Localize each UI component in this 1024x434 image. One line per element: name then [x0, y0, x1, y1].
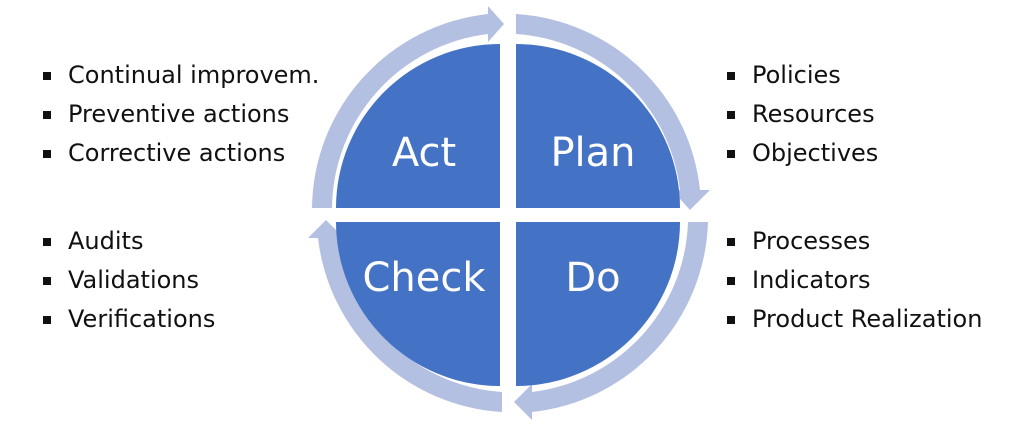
ring-arc-act [312, 6, 504, 208]
list-item-text: Verifications [68, 305, 216, 333]
quadrant-label-check: Check [362, 255, 486, 301]
quadrant-do [516, 222, 680, 386]
quadrant-label-do: Do [565, 255, 620, 301]
ring-arc-plan [516, 14, 710, 210]
bullet-square-icon [727, 237, 735, 246]
list-item-text: Processes [752, 227, 871, 255]
check-bullet-list: Audits Validations Verifications [43, 222, 215, 339]
quadrants [336, 44, 680, 386]
bullet-square-icon [43, 315, 51, 324]
quadrant-plan [516, 44, 680, 208]
bullet-square-icon [43, 276, 51, 285]
list-item-text: Resources [752, 100, 875, 128]
list-item-text: Objectives [752, 139, 879, 167]
list-item: Resources [727, 95, 878, 134]
plan-bullet-list: Policies Resources Objectives [727, 56, 878, 173]
quadrant-label-plan: Plan [550, 130, 635, 176]
list-item: Processes [727, 222, 982, 261]
list-item-text: Indicators [752, 266, 871, 294]
list-item: Corrective actions [43, 134, 319, 173]
list-item: Product Realization [727, 300, 982, 339]
quadrant-check [336, 222, 500, 386]
list-item: Objectives [727, 134, 878, 173]
list-item-text: Policies [752, 61, 841, 89]
list-item: Indicators [727, 261, 982, 300]
cycle-ring [308, 6, 710, 420]
list-item: Validations [43, 261, 215, 300]
do-bullet-list: Processes Indicators Product Realization [727, 222, 982, 339]
list-item-text: Audits [68, 227, 144, 255]
act-bullet-list: Continual improvem. Preventive actions C… [43, 56, 319, 173]
bullet-square-icon [43, 149, 51, 158]
bullet-square-icon [727, 276, 735, 285]
list-item-text: Validations [68, 266, 200, 294]
quadrant-label-act: Act [392, 130, 456, 176]
bullet-square-icon [727, 149, 735, 158]
list-item-text: Corrective actions [68, 139, 286, 167]
bullet-square-icon [727, 315, 735, 324]
list-item: Verifications [43, 300, 215, 339]
list-item: Policies [727, 56, 878, 95]
ring-arc-do [514, 222, 708, 420]
bullet-square-icon [43, 237, 51, 246]
list-item: Audits [43, 222, 215, 261]
bullet-square-icon [43, 110, 51, 119]
list-item-text: Preventive actions [68, 100, 290, 128]
bullet-square-icon [43, 71, 51, 80]
list-item-text: Continual improvem. [68, 61, 320, 89]
ring-arc-check [308, 220, 502, 412]
list-item: Continual improvem. [43, 56, 319, 95]
list-item: Preventive actions [43, 95, 319, 134]
bullet-square-icon [727, 71, 735, 80]
list-item-text: Product Realization [752, 305, 983, 333]
bullet-square-icon [727, 110, 735, 119]
quadrant-act [336, 44, 500, 208]
